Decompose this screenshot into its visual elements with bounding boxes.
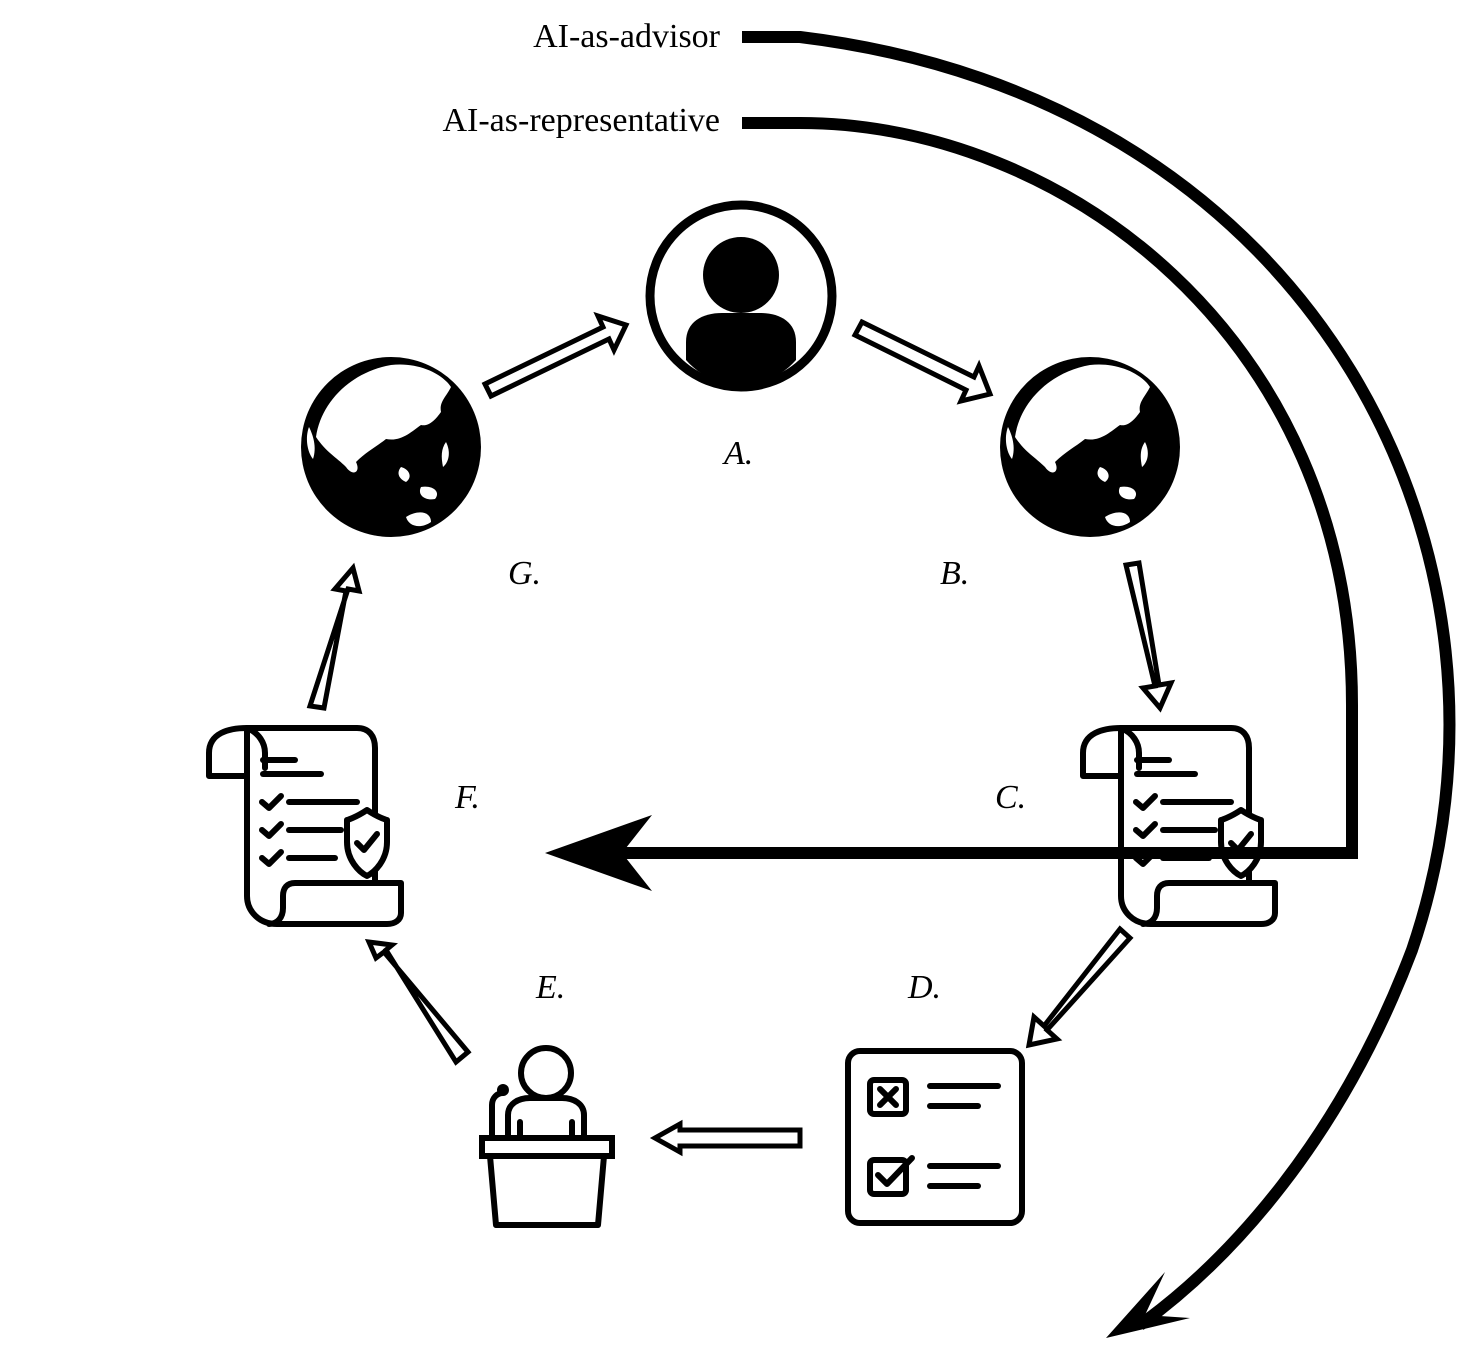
process-arrows bbox=[306, 311, 1176, 1157]
node-b-globe-icon bbox=[1000, 357, 1180, 537]
node-label-d: D. bbox=[907, 969, 941, 1006]
legend-ai-as-advisor: AI-as-advisor bbox=[533, 18, 721, 55]
legend-ai-as-representative: AI-as-representative bbox=[442, 102, 720, 139]
node-e-podium-speaker-icon bbox=[479, 1045, 615, 1228]
arrow-e-to-f bbox=[364, 938, 472, 1066]
arrow-d-to-e bbox=[649, 1119, 803, 1157]
node-label-a: A. bbox=[722, 435, 753, 472]
node-label-g: G. bbox=[508, 555, 541, 592]
node-label-e: E. bbox=[535, 969, 565, 1006]
node-label-c: C. bbox=[995, 779, 1026, 816]
node-c-policy-scroll-icon bbox=[1083, 728, 1275, 924]
node-label-f: F. bbox=[454, 779, 480, 816]
node-a-person-icon bbox=[645, 200, 837, 392]
ai-representative-path bbox=[545, 117, 1358, 891]
node-g-globe-icon bbox=[301, 357, 481, 537]
node-label-b: B. bbox=[940, 555, 969, 592]
arrow-c-to-d bbox=[1025, 925, 1134, 1049]
node-d-checklist-ballot-icon bbox=[845, 1048, 1025, 1226]
arrow-f-to-g bbox=[306, 562, 363, 711]
arrow-g-to-a bbox=[481, 311, 630, 400]
node-f-policy-scroll-icon bbox=[209, 728, 401, 924]
arrow-a-to-b bbox=[851, 318, 994, 405]
arrow-b-to-c bbox=[1122, 560, 1176, 713]
ai-advisor-path bbox=[742, 31, 1456, 1338]
